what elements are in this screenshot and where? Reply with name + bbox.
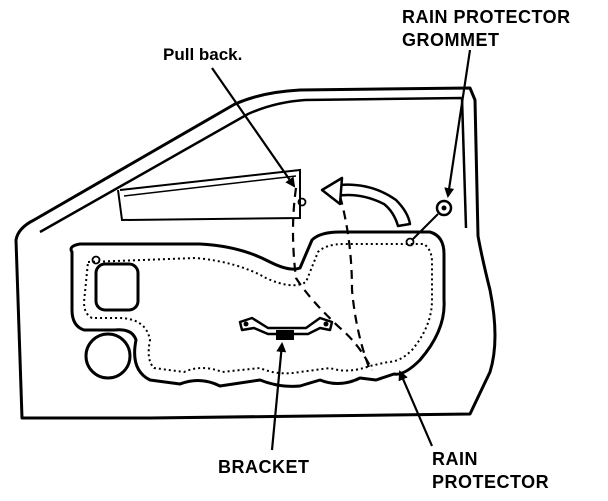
grommet-leader	[444, 49, 472, 198]
rain-protector-label-line1: RAIN	[432, 449, 478, 469]
grommet	[435, 199, 453, 217]
pull-back-arrow-head	[320, 176, 344, 206]
rain-protector-leader	[398, 370, 434, 447]
round-opening	[84, 332, 132, 380]
sash-line	[123, 175, 297, 197]
door-outline	[14, 86, 497, 420]
bracket-hole	[243, 321, 249, 327]
pull-back-label: Pull back.	[163, 45, 243, 64]
bracket-leader	[270, 342, 287, 451]
grommet-link	[411, 213, 439, 241]
bracket-connector	[276, 330, 294, 340]
rain-protector-grommet-label-line2: GROMMET	[402, 30, 500, 50]
clip-hole	[91, 255, 101, 265]
bracket-hole	[323, 321, 329, 327]
grommet-center	[441, 205, 447, 211]
window-sash	[117, 168, 301, 222]
pull-back-curved-arrow	[328, 183, 412, 228]
window-frame	[39, 96, 468, 234]
bracket-shape	[238, 316, 334, 336]
clip-hole	[297, 197, 307, 207]
speaker-opening	[94, 262, 140, 312]
clip-hole	[405, 237, 415, 247]
rain-protector-label-line2: PROTECTOR	[432, 472, 550, 492]
peel-dashed-line	[291, 187, 373, 371]
bracket-label: BRACKET	[218, 457, 310, 477]
adhesive-dotted-line	[82, 243, 433, 375]
rain-protector-grommet-label-line1: RAIN PROTECTOR	[402, 7, 571, 27]
pull-back-leader	[211, 67, 296, 188]
peel-dashed-line-2	[338, 195, 372, 371]
